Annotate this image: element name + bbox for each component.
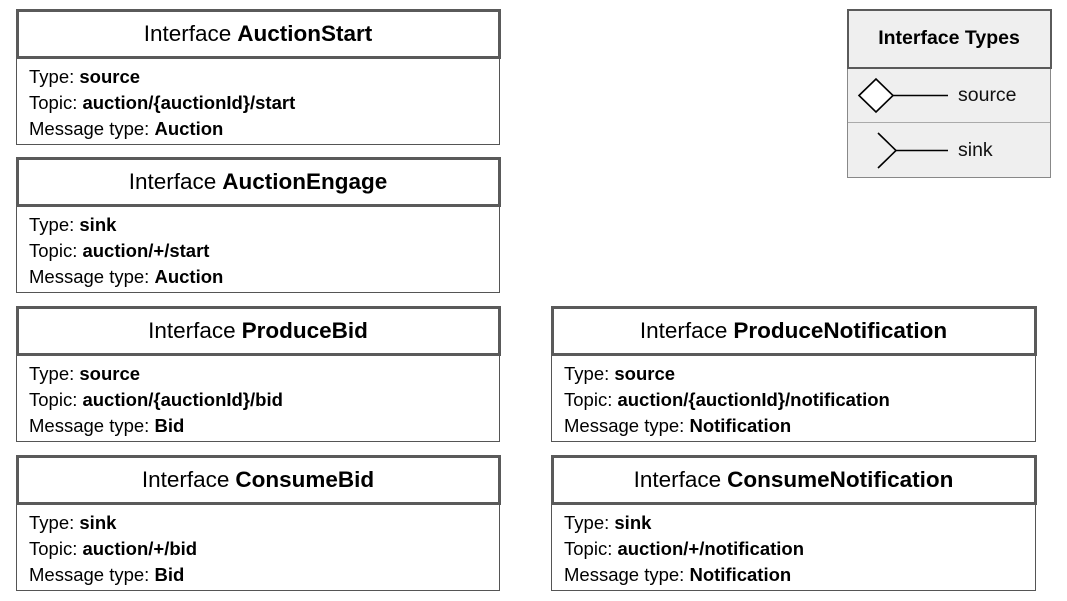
topic-row: Topic:auction/{auctionId}/notification: [564, 387, 1035, 413]
topic-row: Topic:auction/+/bid: [29, 536, 499, 562]
message-type-value: Bid: [154, 563, 185, 585]
interface-details: Type:sink Topic:auction/+/bid Message ty…: [17, 505, 499, 588]
type-label: Type:: [29, 511, 75, 533]
interface-name: ProduceNotification: [733, 317, 948, 343]
topic-label: Topic:: [564, 537, 613, 559]
interface-name: ConsumeNotification: [727, 466, 954, 492]
topic-label: Topic:: [29, 239, 78, 261]
interface-details: Type:source Topic:auction/{auctionId}/no…: [552, 356, 1035, 439]
topic-value: auction/+/notification: [617, 537, 805, 559]
type-value: source: [79, 65, 141, 87]
interface-keyword: Interface: [143, 20, 232, 46]
topic-label: Topic:: [29, 537, 78, 559]
type-label: Type:: [29, 213, 75, 235]
legend-label-sink: sink: [958, 138, 993, 161]
type-label: Type:: [29, 362, 75, 384]
interface-details: Type:source Topic:auction/{auctionId}/st…: [17, 59, 499, 142]
interface-keyword: Interface: [148, 317, 236, 343]
type-row: Type:source: [564, 361, 1035, 387]
type-label: Type:: [564, 362, 610, 384]
message-type-row: Message type:Bid: [29, 562, 499, 588]
message-type-value: Auction: [154, 265, 224, 287]
type-row: Type:source: [29, 361, 499, 387]
message-type-row: Message type:Auction: [29, 264, 499, 290]
type-value: sink: [79, 511, 117, 533]
interface-keyword: Interface: [141, 466, 230, 492]
topic-row: Topic:auction/{auctionId}/bid: [29, 387, 499, 413]
interface-details: Type:sink Topic:auction/+/start Message …: [17, 207, 499, 290]
topic-row: Topic:auction/+/notification: [564, 536, 1035, 562]
type-label: Type:: [29, 65, 75, 87]
type-value: source: [79, 362, 141, 384]
diamond-connector-icon: [857, 77, 948, 113]
legend-item-source: source: [848, 69, 1050, 122]
interface-name: AuctionStart: [237, 20, 373, 46]
message-type-value: Notification: [689, 563, 792, 585]
type-value: sink: [614, 511, 652, 533]
interface-name: AuctionEngage: [222, 168, 388, 194]
topic-row: Topic:auction/{auctionId}/start: [29, 90, 499, 116]
topic-label: Topic:: [29, 388, 78, 410]
topic-value: auction/+/start: [82, 239, 210, 261]
type-row: Type:sink: [29, 510, 499, 536]
topic-value: auction/{auctionId}/notification: [617, 388, 890, 410]
interface-name: ProduceBid: [241, 317, 368, 343]
interface-details: Type:source Topic:auction/{auctionId}/bi…: [17, 356, 499, 439]
message-type-value: Notification: [689, 414, 792, 436]
topic-value: auction/+/bid: [82, 537, 198, 559]
legend-item-sink: sink: [848, 121, 1050, 178]
topic-value: auction/{auctionId}/bid: [82, 388, 283, 410]
topic-value: auction/{auctionId}/start: [82, 91, 296, 113]
message-type-row: Message type:Bid: [29, 413, 499, 439]
type-value: source: [614, 362, 676, 384]
type-row: Type:sink: [29, 212, 499, 238]
message-type-row: Message type:Notification: [564, 413, 1035, 439]
interface-name: ConsumeBid: [235, 466, 375, 492]
message-type-label: Message type:: [29, 117, 150, 139]
message-type-label: Message type:: [29, 265, 150, 287]
interface-details: Type:sink Topic:auction/+/notification M…: [552, 505, 1035, 588]
interface-keyword: Interface: [633, 466, 722, 492]
interface-keyword: Interface: [128, 168, 217, 194]
type-row: Type:source: [29, 64, 499, 90]
topic-label: Topic:: [564, 388, 613, 410]
message-type-label: Message type:: [564, 414, 685, 436]
message-type-label: Message type:: [29, 563, 150, 585]
message-type-value: Bid: [154, 414, 185, 436]
legend-title: Interface Types: [846, 8, 1052, 69]
message-type-value: Auction: [154, 117, 224, 139]
message-type-row: Message type:Notification: [564, 562, 1035, 588]
message-type-label: Message type:: [29, 414, 150, 436]
interface-types-legend: Interface Types source sink: [846, 8, 1052, 178]
topic-label: Topic:: [29, 91, 78, 113]
type-value: sink: [79, 213, 117, 235]
legend-label-source: source: [958, 83, 1017, 106]
fork-connector-icon: [877, 131, 948, 169]
message-type-label: Message type:: [564, 563, 685, 585]
type-label: Type:: [564, 511, 610, 533]
topic-row: Topic:auction/+/start: [29, 238, 499, 264]
type-row: Type:sink: [564, 510, 1035, 536]
message-type-row: Message type:Auction: [29, 116, 499, 142]
interface-keyword: Interface: [639, 317, 728, 343]
